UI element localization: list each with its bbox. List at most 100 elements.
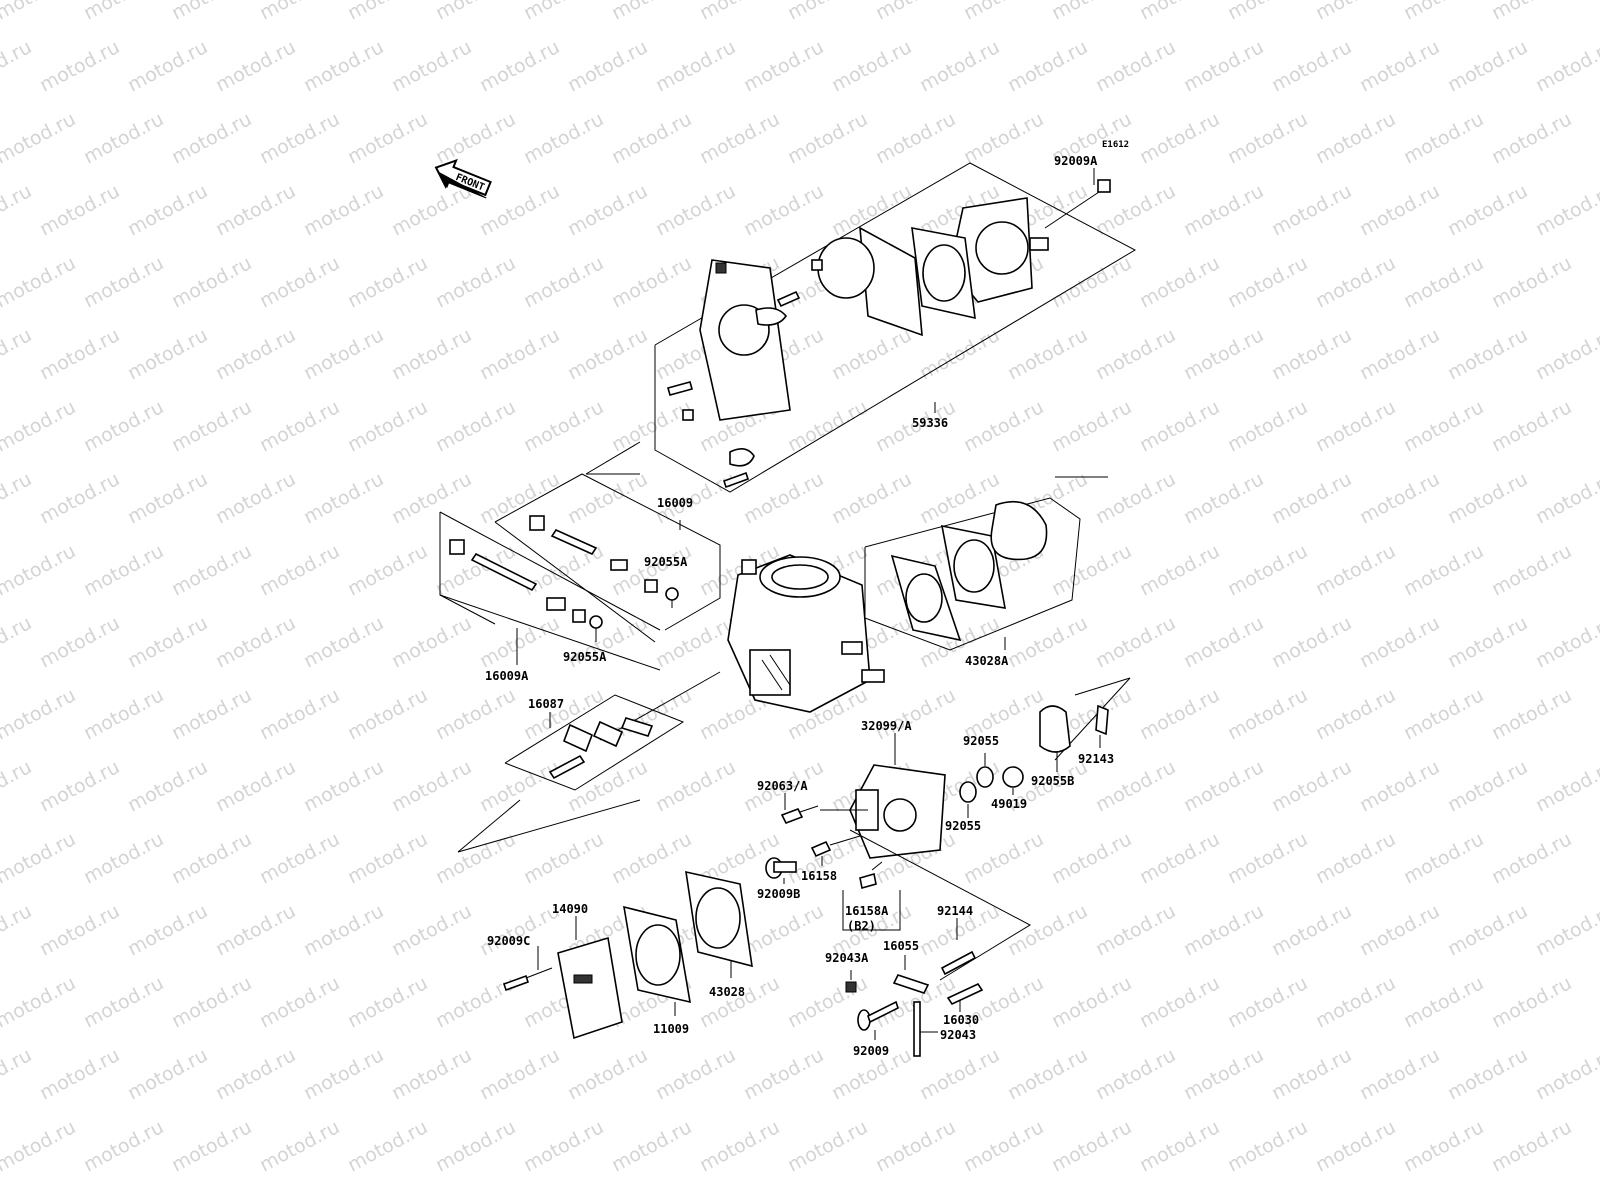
watermark-text: motod.ru xyxy=(1268,180,1355,240)
watermark-text: motod.ru xyxy=(740,1044,827,1104)
label-43028: 43028 xyxy=(709,985,745,999)
watermark-text: motod.ru xyxy=(36,612,123,672)
label-92055-upper: 92055 xyxy=(963,734,999,748)
watermark-text: motod.ru xyxy=(1488,828,1575,888)
watermark-text: motod.ru xyxy=(0,612,35,672)
watermark-text: motod.ru xyxy=(1136,252,1223,312)
watermark-text: motod.ru xyxy=(0,324,35,384)
label-11009: 11009 xyxy=(653,1022,689,1036)
watermark-text: motod.ru xyxy=(300,180,387,240)
watermark-text: motod.ru xyxy=(828,36,915,96)
watermark-text: motod.ru xyxy=(80,0,167,24)
watermark-text: motod.ru xyxy=(168,684,255,744)
watermark-text: motod.ru xyxy=(36,468,123,528)
watermark-text: motod.ru xyxy=(1356,612,1443,672)
watermark-text: motod.ru xyxy=(256,684,343,744)
watermark-text: motod.ru xyxy=(520,0,607,24)
pin-92043A xyxy=(845,970,857,993)
watermark-text: motod.ru xyxy=(1312,972,1399,1032)
watermark-text: motod.ru xyxy=(652,36,739,96)
watermark-text: motod.ru xyxy=(256,396,343,456)
watermark-text: motod.ru xyxy=(1444,612,1531,672)
cover-92055B xyxy=(1039,677,1131,772)
watermark-text: motod.ru xyxy=(476,1044,563,1104)
label-16030: 16030 xyxy=(943,1013,979,1027)
watermark-text: motod.ru xyxy=(344,1116,431,1176)
watermark-text: motod.ru xyxy=(564,1044,651,1104)
watermark-text: motod.ru xyxy=(432,1116,519,1176)
watermark-text: motod.ru xyxy=(212,324,299,384)
watermark-text: motod.ru xyxy=(828,468,915,528)
label-92055-lower: 92055 xyxy=(945,819,981,833)
watermark-text: motod.ru xyxy=(212,180,299,240)
watermark-text: motod.ru xyxy=(124,900,211,960)
label-32099-A: 32099/A xyxy=(861,719,912,733)
label-92055A-lower: 92055A xyxy=(563,650,607,664)
watermark-text: motod.ru xyxy=(1356,180,1443,240)
watermark-text: motod.ru xyxy=(256,1116,343,1176)
watermark-text: motod.ru xyxy=(1268,612,1355,672)
watermark-text: motod.ru xyxy=(1444,468,1531,528)
watermark-text: motod.ru xyxy=(1180,1044,1267,1104)
watermark-text: motod.ru xyxy=(124,1044,211,1104)
watermark-text: motod.ru xyxy=(432,108,519,168)
watermark-text: motod.ru xyxy=(80,828,167,888)
watermark-text: motod.ru xyxy=(784,0,871,24)
body-plate-32099 xyxy=(820,733,1032,981)
watermark-text: motod.ru xyxy=(608,1116,695,1176)
watermark-text: motod.ru xyxy=(388,36,475,96)
pin-92043 xyxy=(913,1001,938,1057)
pump-cover-assembly xyxy=(585,162,1137,493)
label-92009C: 92009C xyxy=(487,934,530,948)
watermark-text: motod.ru xyxy=(960,0,1047,24)
watermark-text: motod.ru xyxy=(1356,1044,1443,1104)
watermark-text: motod.ru xyxy=(652,180,739,240)
watermark-text: motod.ru xyxy=(80,108,167,168)
watermark-text: motod.ru xyxy=(1356,468,1443,528)
watermark-text: motod.ru xyxy=(1136,1116,1223,1176)
watermark-text: motod.ru xyxy=(1488,1116,1575,1176)
watermark-text: motod.ru xyxy=(828,324,915,384)
watermark-text: motod.ru xyxy=(344,540,431,600)
watermark-text: motod.ru xyxy=(256,108,343,168)
watermark-text: motod.ru xyxy=(872,108,959,168)
watermark-text: motod.ru xyxy=(1004,36,1091,96)
watermark-text: motod.ru xyxy=(1136,396,1223,456)
watermark-text: motod.ru xyxy=(388,900,475,960)
label-16158A: 16158A xyxy=(845,904,889,918)
watermark-text: motod.ru xyxy=(1224,828,1311,888)
watermark-text: motod.ru xyxy=(1224,684,1311,744)
watermark-text: motod.ru xyxy=(872,0,959,24)
watermark-text: motod.ru xyxy=(916,1044,1003,1104)
watermark-text: motod.ru xyxy=(916,468,1003,528)
watermark-text: motod.ru xyxy=(1400,540,1487,600)
watermark-text: motod.ru xyxy=(608,252,695,312)
label-92144: 92144 xyxy=(937,904,973,918)
carburetor-body xyxy=(727,554,885,713)
watermark-text: motod.ru xyxy=(1532,612,1600,672)
watermark-text: motod.ru xyxy=(960,108,1047,168)
watermark-text: motod.ru xyxy=(256,972,343,1032)
watermark-text: motod.ru xyxy=(1048,252,1135,312)
label-59336: 59336 xyxy=(912,416,948,430)
label-92043: 92043 xyxy=(940,1028,976,1042)
watermark-text: motod.ru xyxy=(388,756,475,816)
watermark-text: motod.ru xyxy=(344,828,431,888)
watermark-text: motod.ru xyxy=(1400,684,1487,744)
watermark-text: motod.ru xyxy=(212,756,299,816)
watermark-text: motod.ru xyxy=(1356,900,1443,960)
watermark-text: motod.ru xyxy=(256,828,343,888)
watermark-text: motod.ru xyxy=(1400,396,1487,456)
label-16009A: 16009A xyxy=(485,669,529,683)
watermark-text: motod.ru xyxy=(1092,612,1179,672)
watermark-text: motod.ru xyxy=(1048,396,1135,456)
watermark-text: motod.ru xyxy=(1224,540,1311,600)
watermark-text: motod.ru xyxy=(1224,108,1311,168)
watermark-text: motod.ru xyxy=(1532,324,1600,384)
watermark-text: motod.ru xyxy=(1400,252,1487,312)
watermark-text: motod.ru xyxy=(1444,756,1531,816)
o-ring-92055 xyxy=(959,753,994,818)
watermark-text: motod.ru xyxy=(1004,1044,1091,1104)
watermark-text: motod.ru xyxy=(0,1044,35,1104)
